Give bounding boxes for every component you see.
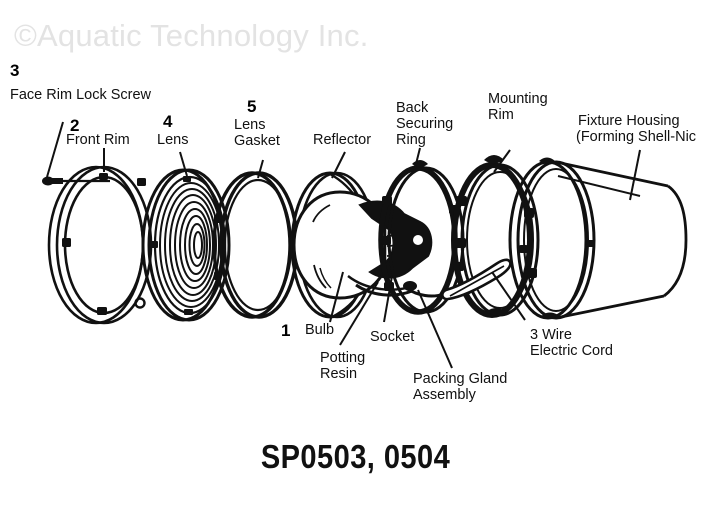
part-lens-gasket (212, 171, 299, 319)
diagram-title: SP0503, 0504 (260, 438, 451, 475)
front-rim-hardware (62, 173, 146, 315)
fixture-housing-lugs (519, 157, 594, 319)
label-front-rim: Front Rim (66, 132, 130, 148)
leader-mounting-rim (493, 149, 511, 173)
label-reflector: Reflector (313, 132, 372, 148)
callout-number-4: 4 (163, 112, 173, 131)
leader-face-rim-lock-screw (46, 121, 64, 178)
label-packing-gland-line1: Packing Gland (413, 371, 508, 387)
label-back-securing-ring-line1: Back (396, 100, 429, 116)
leader-lens-gasket (257, 159, 264, 179)
label-lens-gasket-line2: Gasket (234, 133, 280, 149)
leader-packing-gland (417, 289, 453, 369)
leader-fixture-housing (629, 149, 641, 201)
callout-number-5: 5 (247, 97, 257, 116)
part-fixture-housing (508, 160, 688, 320)
label-fixture-housing-line1: Fixture Housing (578, 113, 680, 129)
callout-number-2: 2 (70, 116, 80, 135)
label-back-securing-ring-line2: Securing (396, 116, 454, 132)
label-socket: Socket (370, 329, 415, 345)
leader-back-securing-ring (413, 147, 421, 173)
leader-reflector (331, 151, 346, 179)
part-socket-potting-resin (347, 200, 433, 297)
leader-bulb (329, 271, 344, 323)
callout-number-1: 1 (281, 321, 291, 340)
label-face-rim-lock-screw: Face Rim Lock Screw (10, 87, 152, 103)
leader-electric-cord (491, 271, 526, 321)
leader-lens (179, 151, 188, 177)
part-face-rim-lock-screw (42, 176, 110, 186)
callout-number-3: 3 (10, 61, 20, 80)
label-mounting-rim-line1: Mounting (488, 91, 548, 107)
part-electric-cord (441, 258, 512, 301)
leader-socket (383, 275, 393, 323)
leader-potting-resin (339, 281, 379, 346)
part-packing-gland-assembly (403, 281, 445, 298)
label-mounting-rim-line2: Rim (488, 107, 514, 123)
label-bulb: Bulb (305, 322, 335, 338)
label-electric-cord-line1: 3 Wire (530, 327, 572, 343)
label-lens-gasket-line1: Lens (234, 117, 266, 133)
watermark-copyright: ©Aquatic Technology Inc. (14, 18, 369, 53)
label-fixture-housing-line2: (Forming Shell-Nic (576, 129, 697, 145)
label-lens: Lens (157, 132, 189, 148)
leader-lines (46, 121, 641, 369)
label-potting-resin-line1: Potting (320, 350, 366, 366)
label-packing-gland-line2: Assembly (413, 387, 476, 403)
leader-fixture-housing-2 (557, 175, 641, 197)
label-electric-cord-line2: Electric Cord (530, 343, 613, 359)
label-potting-resin-line2: Resin (320, 366, 358, 382)
label-back-securing-ring-line3: Ring (396, 132, 426, 148)
